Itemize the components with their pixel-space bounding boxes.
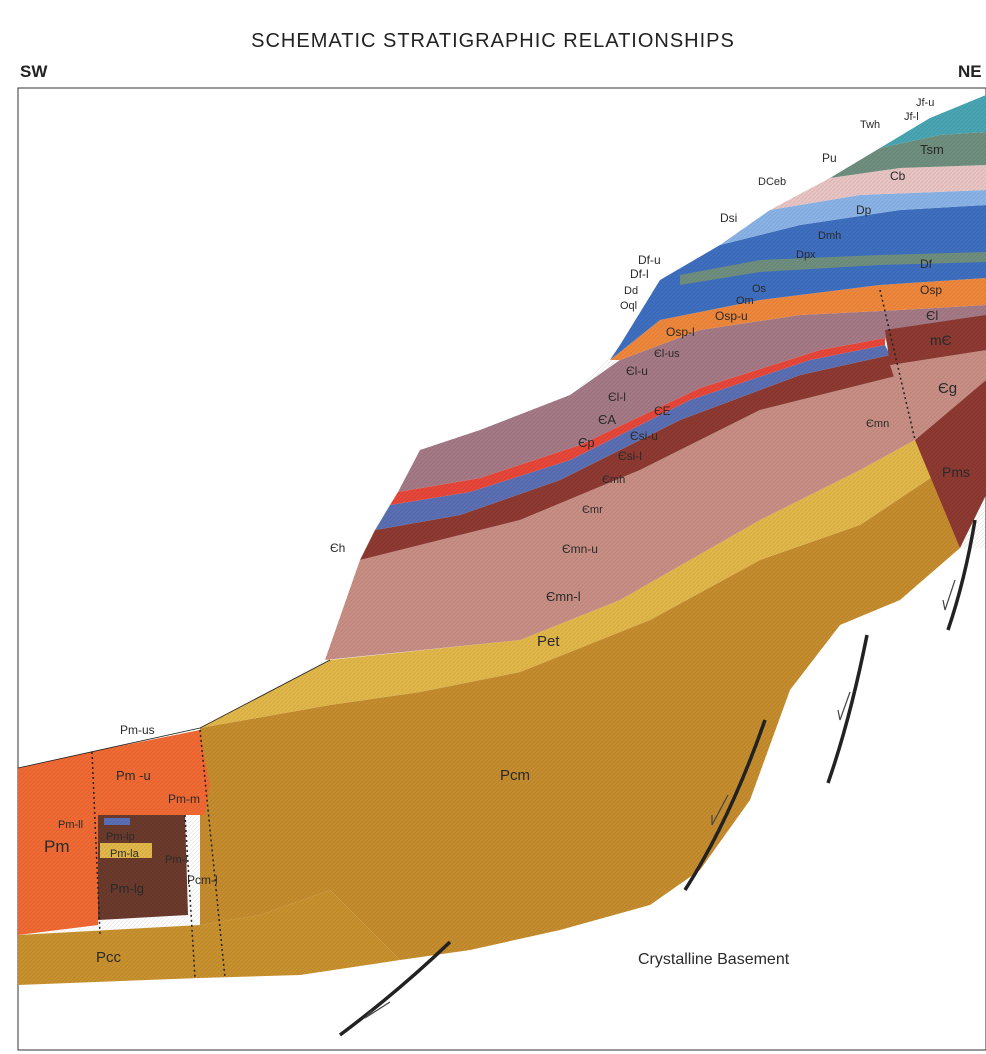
- fault-line: [826, 634, 869, 784]
- unit-label-tsm: Tsm: [920, 142, 944, 157]
- unit-label-oql: Oql: [620, 300, 637, 312]
- fault-lines: [338, 519, 977, 1037]
- unit-label-dsi: Dsi: [720, 211, 737, 225]
- unit-label-pcc: Pcc: [96, 949, 122, 966]
- unit-label-cb: Cb: [890, 169, 906, 183]
- unit-label-osp-l: Osp-l: [666, 325, 695, 339]
- unit-label-csi-l: Єsi-l: [618, 449, 642, 463]
- unit-label-dmh: Dmh: [818, 230, 841, 242]
- fault-arrow: [942, 579, 956, 611]
- diagram-frame: [17, 87, 986, 1051]
- unit-label-pm-ll: Pm-ll: [58, 819, 83, 831]
- unit-label-cmr: Єmr: [582, 504, 603, 516]
- unit-label-df-l: Df-l: [630, 267, 649, 281]
- contact-dotted-line: [199, 729, 226, 979]
- unit-label-cg: Єg: [938, 380, 957, 397]
- fault-line: [683, 719, 767, 891]
- unit-label-ch: Єh: [330, 541, 345, 555]
- unit-label-ce: ЄE: [654, 404, 671, 418]
- unit-label-jf-u: Jf-u: [916, 97, 934, 109]
- unit-label-pm: Pm: [44, 837, 70, 856]
- direction-ne-label: NE: [958, 62, 982, 81]
- direction-sw-label: SW: [20, 62, 48, 81]
- unit-label-csi-u: Єsi-u: [630, 429, 658, 443]
- unit-label-dceb: DCeb: [758, 176, 786, 188]
- unit-label-cmn-l: Єmn-l: [546, 589, 581, 604]
- fault-arrows: [364, 579, 956, 1019]
- unit-label-cp: Єp: [578, 435, 595, 450]
- unit-label-pm-lp: Pm-lp: [106, 831, 135, 843]
- unit-label-ca: ЄA: [598, 412, 616, 427]
- fault-arrow: [364, 1001, 391, 1019]
- unit-label-df-u: Df-u: [638, 253, 661, 267]
- unit-label-mc: mЄ: [930, 332, 952, 348]
- unit-label-dpx: Dpx: [796, 249, 816, 261]
- unit-label-cmn: Єmn: [866, 418, 889, 430]
- contact-dotted-line: [879, 289, 916, 441]
- fault-arrow: [711, 794, 729, 826]
- fault-arrow: [837, 691, 851, 721]
- unit-label-os: Os: [752, 283, 767, 295]
- unit-label-om: Om: [736, 295, 754, 307]
- unit-label-osp: Osp: [920, 283, 942, 297]
- unit-label-pu: Pu: [822, 151, 837, 165]
- unit-label-cl-l: Єl-l: [608, 390, 626, 404]
- unit-label-jf-l: Jf-l: [904, 111, 919, 123]
- unit-label-pcm-l: Pcm-l: [187, 873, 218, 887]
- unit-label-pet: Pet: [537, 633, 560, 650]
- unit-label-pms: Pms: [942, 464, 970, 480]
- unit-label-osp-u: Osp-u: [715, 309, 748, 323]
- contact-line: [17, 659, 331, 769]
- contact-dotted-line: [184, 814, 196, 979]
- diagram-title: SCHEMATIC STRATIGRAPHIC RELATIONSHIPS: [251, 30, 735, 52]
- unit-label-pm-m: Pm-m: [168, 792, 200, 806]
- unit-label-twh: Twh: [860, 119, 880, 131]
- unit-label-pcm: Pcm: [500, 767, 530, 784]
- unit-label-df: Df: [920, 257, 933, 271]
- texture-overlay: [18, 95, 986, 985]
- fault-line: [946, 519, 977, 631]
- unit-label-dd: Dd: [624, 285, 638, 297]
- basement-label: Crystalline Basement: [638, 951, 790, 968]
- fault-line: [338, 940, 452, 1037]
- unit-label-pm-lg: Pm-lg: [110, 881, 144, 896]
- unit-label-pm-us: Pm-us: [120, 723, 155, 737]
- unit-label-cmh: Єmh: [602, 474, 625, 486]
- unit-label-cl: Єl: [926, 308, 938, 323]
- unit-label-cmn-u: Єmn-u: [562, 542, 598, 556]
- unit-label-dp: Dp: [856, 203, 872, 217]
- contact-dotted-line: [91, 751, 101, 936]
- unit-label-cl-u: Єl-u: [626, 364, 648, 378]
- unit-label-pm-l: Pm-l: [165, 854, 188, 866]
- unit-label-pm-la: Pm-la: [110, 848, 140, 860]
- unit-label-cl-us: Єl-us: [654, 348, 680, 360]
- unit-label-pm-u: Pm -u: [116, 768, 151, 783]
